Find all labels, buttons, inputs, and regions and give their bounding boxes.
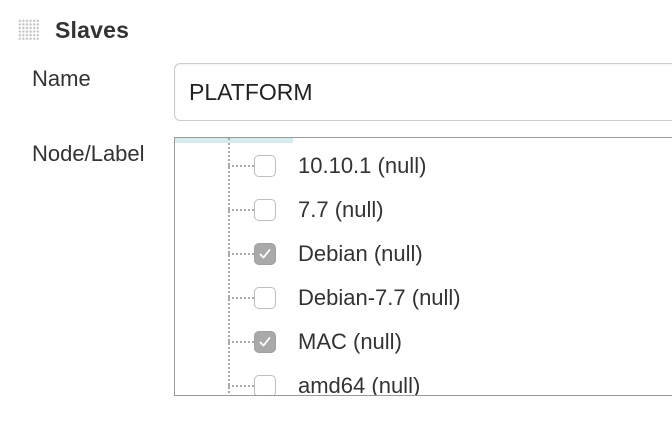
tree-item-label: Debian-7.7 (null) (298, 285, 461, 310)
tree-item-checkbox[interactable] (254, 287, 276, 309)
drag-handle-icon[interactable] (18, 19, 40, 41)
tree-item-debian-7-7[interactable]: Debian-7.7 (null) (228, 278, 461, 318)
tree-selection-highlight (175, 138, 293, 143)
tree-item-checkbox[interactable] (254, 155, 276, 177)
tree-item-label: Debian (null) (298, 241, 423, 266)
tree-connector (228, 165, 254, 167)
node-label-tree[interactable]: 10.10.1 (null) 7.7 (null) Debian (null) … (174, 137, 672, 396)
tree-item-10-10-1[interactable]: 10.10.1 (null) (228, 146, 426, 186)
tree-item-amd64[interactable]: amd64 (null) (228, 366, 421, 396)
name-input[interactable] (174, 63, 672, 121)
tree-item-checkbox[interactable] (254, 331, 276, 353)
tree-item-label: 7.7 (null) (298, 197, 384, 222)
tree-item-label: MAC (null) (298, 329, 402, 354)
tree-item-checkbox[interactable] (254, 243, 276, 265)
tree-item-debian[interactable]: Debian (null) (228, 234, 423, 274)
section-title: Slaves (55, 16, 130, 43)
tree-connector (228, 297, 254, 299)
tree-item-label: amd64 (null) (298, 373, 421, 396)
tree-item-checkbox[interactable] (254, 375, 276, 395)
checkmark-icon (259, 337, 271, 347)
section-header: Slaves (18, 14, 129, 46)
tree-connector (228, 385, 254, 387)
checkmark-icon (259, 249, 271, 259)
tree-item-7-7[interactable]: 7.7 (null) (228, 190, 384, 230)
tree-connector (228, 253, 254, 255)
tree-item-label: 10.10.1 (null) (298, 153, 427, 178)
node-label-label: Node/Label (32, 141, 145, 166)
tree-item-mac[interactable]: MAC (null) (228, 322, 402, 362)
tree-connector (228, 209, 254, 211)
tree-vertical-line (228, 138, 230, 395)
tree-item-checkbox[interactable] (254, 199, 276, 221)
name-label: Name (32, 66, 91, 91)
tree-connector (228, 341, 254, 343)
